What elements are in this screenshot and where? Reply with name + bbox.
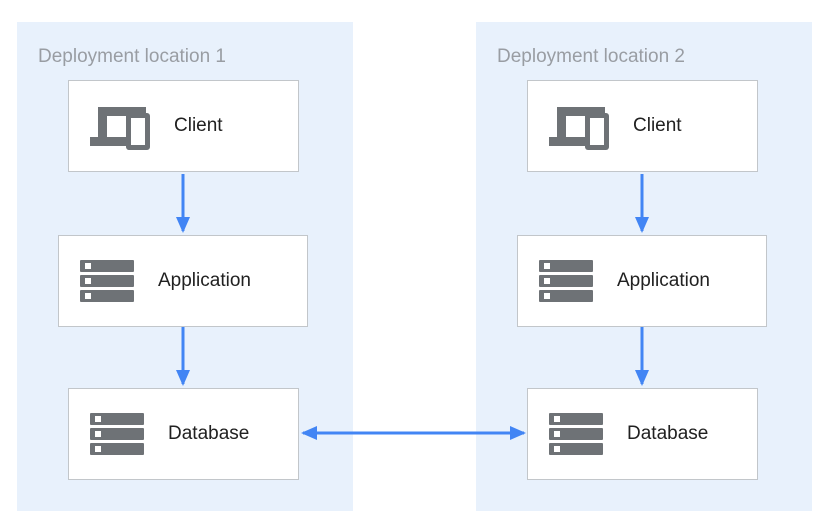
servers-icon	[539, 260, 593, 302]
client-devices-icon	[549, 102, 609, 150]
application-node: Application	[517, 235, 767, 327]
node-label: Database	[168, 423, 250, 444]
node-label: Client	[633, 115, 682, 136]
panel-title: Deployment location 2	[497, 46, 685, 67]
database-node: Database	[527, 388, 758, 480]
application-node: Application	[58, 235, 308, 327]
servers-icon	[549, 413, 603, 455]
node-label: Client	[174, 115, 223, 136]
deployment-location-2-panel: Deployment location 2 Client	[476, 22, 812, 511]
node-label: Application	[617, 270, 710, 291]
client-node: Client	[527, 80, 758, 172]
client-devices-icon	[90, 102, 150, 150]
database-node: Database	[68, 388, 299, 480]
client-node: Client	[68, 80, 299, 172]
servers-icon	[80, 260, 134, 302]
node-label: Application	[158, 270, 251, 291]
servers-icon	[90, 413, 144, 455]
deployment-location-1-panel: Deployment location 1 Client	[17, 22, 353, 511]
node-label: Database	[627, 423, 709, 444]
panel-title: Deployment location 1	[38, 46, 226, 67]
